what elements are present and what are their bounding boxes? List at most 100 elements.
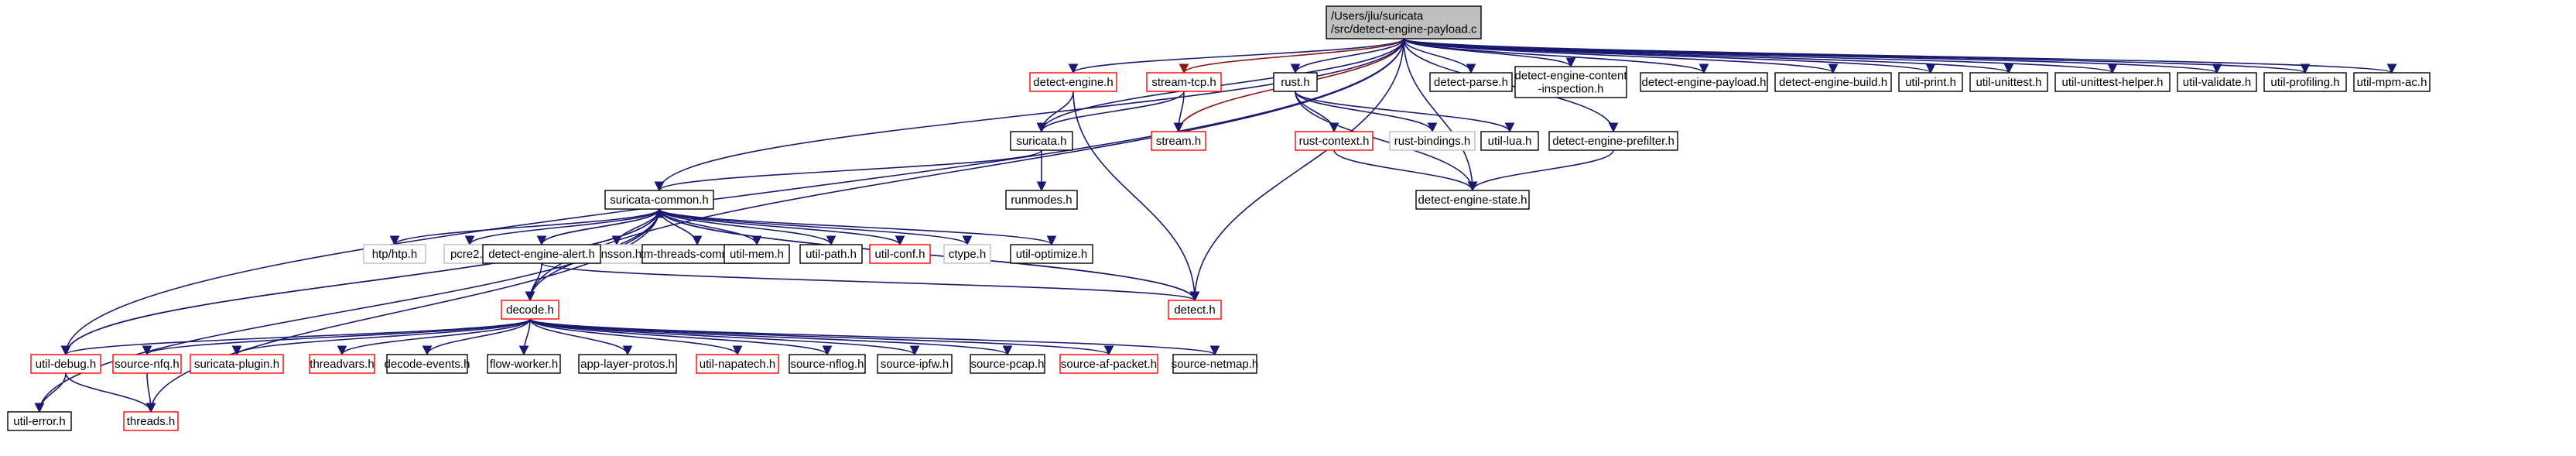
node-runmodes-h[interactable]: runmodes.h — [1005, 190, 1078, 210]
node-label: threadvars.h — [310, 358, 374, 371]
node-util-lua-h[interactable]: util-lua.h — [1480, 131, 1539, 151]
node-ctype-h[interactable]: ctype.h — [943, 244, 991, 264]
edge-root-to-util-unittest-helper-h — [1403, 38, 2117, 74]
node-util-unittest-helper-h[interactable]: util-unittest-helper.h — [2054, 72, 2171, 92]
edge-suricata-common-h-to-util-conf-h — [659, 208, 905, 246]
node-decode-events-h[interactable]: decode-events.h — [385, 354, 470, 374]
node-source-nflog-h[interactable]: source-nflog.h — [789, 354, 866, 374]
node-detect-parse-h[interactable]: detect-parse.h — [1429, 72, 1513, 92]
node-util-conf-h[interactable]: util-conf.h — [869, 244, 931, 264]
node-label: threads.h — [127, 415, 176, 428]
node-source-nfq-h[interactable]: source-nfq.h — [112, 354, 182, 374]
node-box — [799, 244, 863, 264]
node-decode-h[interactable]: decode.h — [501, 300, 559, 320]
node-box — [578, 354, 677, 374]
edge-source-nfq-h-to-threads-h — [145, 372, 156, 413]
node-label: util-unittest.h — [1976, 76, 2041, 89]
node-app-layer-protos-h[interactable]: app-layer-protos.h — [578, 354, 677, 374]
node-stream-tcp-h[interactable]: stream-tcp.h — [1146, 72, 1222, 92]
node-label: runmodes.h — [1011, 194, 1072, 207]
node-box — [363, 244, 426, 264]
node-box — [482, 244, 601, 264]
node-label: detect-engine-prefilter.h — [1552, 135, 1675, 148]
node-util-path-h[interactable]: util-path.h — [799, 244, 863, 264]
node-util-error-h[interactable]: util-error.h — [7, 411, 72, 431]
edge-util-debug-h-to-util-error-h — [34, 372, 67, 413]
edge-rust-h-to-detect-engine-state-h — [1295, 91, 1478, 192]
node-rust-context-h[interactable]: rust-context.h — [1295, 131, 1374, 151]
node-util-mem-h[interactable]: util-mem.h — [724, 244, 790, 264]
node-detect-engine-payload-h[interactable]: detect-engine-payload.h — [1640, 72, 1768, 92]
edge-util-debug-h-to-suricata-common-h — [65, 207, 665, 355]
edges — [34, 38, 2396, 413]
node-flow-worker-h[interactable]: flow-worker.h — [487, 354, 561, 374]
node-box — [1548, 131, 1678, 151]
edge-suricata-common-h-to-ctype-h — [659, 208, 973, 246]
node-detect-engine-content-inspection-h[interactable]: detect-engine-content-inspection.h — [1514, 66, 1627, 98]
node-rust-h[interactable]: rust.h — [1273, 72, 1318, 92]
node-box — [112, 354, 182, 374]
node-box — [1389, 131, 1476, 151]
node-box — [2054, 72, 2171, 92]
node-source-netmap-h[interactable]: source-netmap.h — [1172, 354, 1259, 374]
node-detect-engine-h[interactable]: detect-engine.h — [1029, 72, 1117, 92]
node-util-validate-h[interactable]: util-validate.h — [2177, 72, 2257, 92]
node-box — [1010, 131, 1073, 151]
edge-decode-h-to-decode-events-h — [422, 318, 531, 356]
node-box — [1168, 300, 1222, 320]
node-detect-h[interactable]: detect.h — [1168, 300, 1222, 320]
node-label: htp/htp.h — [372, 248, 417, 261]
node-box — [724, 244, 790, 264]
node-threads-h[interactable]: threads.h — [123, 411, 179, 431]
node-htp-htp-h[interactable]: htp/htp.h — [363, 244, 426, 264]
edge-root-to-suricata-h — [1036, 38, 1404, 133]
node-detect-engine-state-h[interactable]: detect-engine-state.h — [1415, 190, 1530, 210]
node-label: util-unittest-helper.h — [2062, 76, 2164, 89]
node-detect-engine-alert-h[interactable]: detect-engine-alert.h — [482, 244, 601, 264]
node-box — [1295, 131, 1374, 151]
node-util-napatech-h[interactable]: util-napatech.h — [696, 354, 779, 374]
node-box — [1059, 354, 1158, 374]
node-util-mpm-ac-h[interactable]: util-mpm-ac.h — [2353, 72, 2431, 92]
node-label: stream-tcp.h — [1151, 76, 1216, 89]
node-suricata-plugin-h[interactable]: suricata-plugin.h — [190, 354, 284, 374]
node-source-ipfw-h[interactable]: source-ipfw.h — [877, 354, 953, 374]
node-box — [604, 190, 714, 210]
node-rust-bindings-h[interactable]: rust-bindings.h — [1389, 131, 1476, 151]
node-label: util-optimize.h — [1016, 248, 1088, 261]
node-label: util-print.h — [1905, 76, 1956, 89]
node-label: decode.h — [506, 303, 554, 317]
node-util-print-h[interactable]: util-print.h — [1898, 72, 1963, 92]
node-box — [1640, 72, 1768, 92]
node-suricata-h[interactable]: suricata.h — [1010, 131, 1073, 151]
node-detect-engine-build-h[interactable]: detect-engine-build.h — [1774, 72, 1892, 92]
node-threadvars-h[interactable]: threadvars.h — [309, 354, 375, 374]
node-label: detect-engine-payload.h — [1642, 76, 1767, 89]
node-label: flow-worker.h — [490, 358, 558, 371]
node-box — [2263, 72, 2347, 92]
node-util-debug-h[interactable]: util-debug.h — [30, 354, 101, 374]
node-label: util-lua.h — [1488, 135, 1532, 148]
nodes: /Users/jlu/suricata/src/detect-engine-pa… — [7, 5, 2431, 431]
node-source-pcap-h[interactable]: source-pcap.h — [970, 354, 1045, 374]
edge-rust-h-to-util-lua-h — [1295, 91, 1515, 133]
edge-root-to-stream-tcp-h — [1179, 38, 1404, 74]
edge-decode-h-to-app-layer-protos-h — [529, 318, 633, 356]
node-label: suricata-common.h — [610, 194, 709, 207]
node-stream-h[interactable]: stream.h — [1151, 131, 1206, 151]
node-label: source-nfq.h — [115, 358, 179, 371]
node-suricata-common-h[interactable]: suricata-common.h — [604, 190, 714, 210]
edge-decode-h-to-flow-worker-h — [518, 318, 531, 356]
node-root[interactable]: /Users/jlu/suricata/src/detect-engine-pa… — [1326, 5, 1482, 39]
edge-suricata-common-h-to-util-optimize-h — [659, 208, 1057, 246]
edge-suricata-common-h-to-pcre2-h — [464, 208, 660, 246]
node-util-optimize-h[interactable]: util-optimize.h — [1010, 244, 1093, 264]
node-util-profiling-h[interactable]: util-profiling.h — [2263, 72, 2347, 92]
node-detect-engine-prefilter-h[interactable]: detect-engine-prefilter.h — [1548, 131, 1678, 151]
node-box — [1151, 131, 1206, 151]
node-source-af-packet-h[interactable]: source-af-packet.h — [1059, 354, 1158, 374]
node-util-unittest-h[interactable]: util-unittest.h — [1969, 72, 2048, 92]
node-label: /Users/jlu/suricata — [1331, 10, 1424, 23]
node-box — [386, 354, 468, 374]
